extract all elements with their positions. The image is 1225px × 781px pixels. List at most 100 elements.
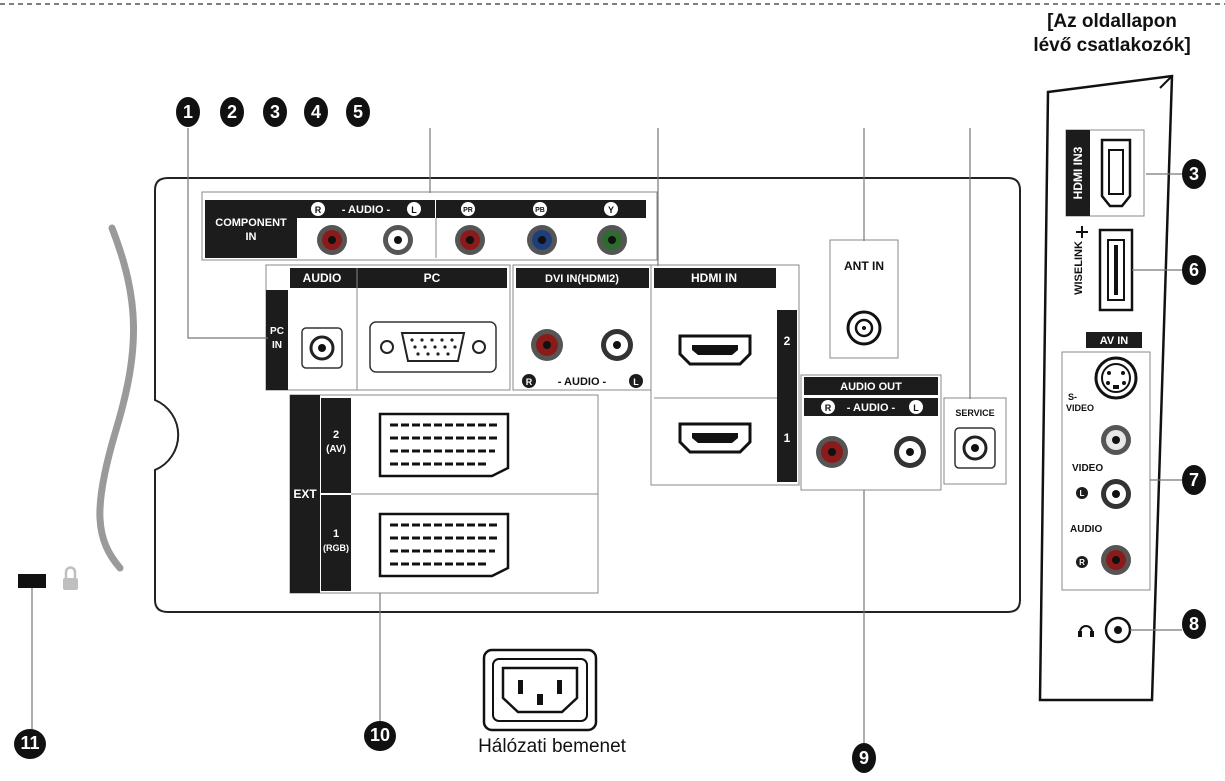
s-video-jack[interactable] [1094, 356, 1138, 400]
side-panel: HDMI IN3 WISELINK AV IN [1038, 74, 1174, 702]
ext-section: EXT 2 (AV) 1 (RGB) [289, 394, 599, 594]
ant-in-jack[interactable] [846, 310, 882, 346]
dvi-l-mark: L [633, 377, 639, 387]
component-audio-label: - AUDIO - [342, 204, 391, 216]
pc-audio-label: AUDIO [303, 271, 342, 285]
component-audio-bar [297, 200, 435, 218]
dvi-audio-r-jack[interactable] [531, 329, 563, 361]
side-av-in-label: AV IN [1100, 335, 1129, 347]
callout-9: 9 [852, 743, 876, 773]
side-caption-line1: [Az oldallapon [1047, 11, 1177, 32]
side-caption-line2: lévő csatlakozók] [1033, 35, 1191, 56]
pc-in-title-bar [290, 268, 507, 288]
lock-icon [63, 566, 78, 590]
hdmi-port-2[interactable] [678, 334, 752, 366]
cable-curve [96, 224, 138, 572]
dvi-r-mark: R [526, 377, 533, 387]
callout-10: 10 [364, 721, 396, 751]
side-wiselink-label: WISELINK [1073, 241, 1085, 295]
power-input-caption: Hálózati bemenet [478, 736, 626, 757]
ant-in-section: ANT IN [829, 239, 899, 359]
callout-11: 11 [14, 729, 46, 759]
callout-6: 6 [1182, 255, 1206, 285]
component-title-bar [205, 200, 297, 258]
service-section: SERVICE [943, 397, 1007, 485]
component-audio-r-jack[interactable] [317, 225, 347, 255]
side-audio-l-jack[interactable] [1101, 479, 1131, 509]
callout-1: 1 [176, 97, 200, 127]
side-audio-l-mark: L [1080, 489, 1085, 498]
pc-vga-port[interactable] [369, 321, 497, 373]
ext-av-line1: 2 [333, 429, 339, 441]
service-jack[interactable] [954, 427, 996, 469]
side-av-in-bar [1086, 332, 1142, 348]
svg-text:7: 7 [1189, 470, 1199, 490]
svg-text:4: 4 [311, 102, 321, 122]
component-r-mark: R [315, 205, 322, 215]
callout-leader-lines [31, 128, 1182, 745]
component-title-line1: COMPONENT [215, 217, 287, 229]
audio-out-section: AUDIO OUT R - AUDIO - L [800, 374, 942, 491]
ext-rgb-line1: 1 [333, 528, 339, 540]
ext-av-line2: (AV) [326, 444, 346, 455]
power-socket[interactable] [482, 648, 598, 732]
audio-out-sub-bar [804, 398, 938, 416]
side-video-label: VIDEO [1072, 463, 1103, 474]
audio-out-title: AUDIO OUT [840, 381, 902, 393]
audio-out-r-jack[interactable] [816, 436, 848, 468]
hdmi-port-1[interactable] [678, 422, 752, 454]
callout-8: 8 [1182, 609, 1206, 639]
side-hdmi-in3-label: HDMI IN3 [1071, 146, 1085, 199]
dvi-title: DVI IN(HDMI2) [545, 273, 619, 285]
side-video-jack[interactable] [1101, 425, 1131, 455]
callout-7: 7 [1182, 465, 1206, 495]
side-hdmi-in3-port[interactable] [1100, 138, 1132, 208]
side-audio-label: AUDIO [1070, 524, 1102, 535]
callouts: 1 2 3 4 5 3 6 7 8 9 10 11 [14, 97, 1206, 773]
callout-3: 3 [263, 97, 287, 127]
side-wiselink: WISELINK [1073, 226, 1134, 312]
headphone-icon [1078, 625, 1094, 637]
svg-text:2: 2 [227, 102, 237, 122]
svg-text:11: 11 [20, 733, 39, 753]
hdmi-title-bar [654, 268, 776, 288]
side-wiselink-usb-port[interactable] [1098, 228, 1134, 312]
side-audio-r-mark: R [1079, 558, 1085, 567]
pc-in-side-bar [266, 290, 288, 390]
hdmi-port1-label: 1 [784, 431, 791, 445]
dvi-audio-l-jack[interactable] [601, 329, 633, 361]
scart-port-rgb[interactable] [378, 512, 510, 578]
component-y-jack[interactable] [597, 225, 627, 255]
callout-3-side: 3 [1182, 159, 1206, 189]
side-av-in: AV IN S- VIDEO VIDEO L AUDIO R [1061, 332, 1151, 591]
component-audio-l-jack[interactable] [383, 225, 413, 255]
component-y-mark: Y [608, 205, 614, 215]
side-audio-r-jack[interactable] [1101, 545, 1131, 575]
pc-in-section: PC IN AUDIO PC [265, 264, 511, 391]
scart-port-av[interactable] [378, 412, 510, 478]
service-label: SERVICE [955, 408, 994, 418]
component-in-section: COMPONENT IN R - AUDIO - L PR PB Y [201, 191, 658, 261]
dvi-title-bar [516, 268, 649, 288]
ext-rgb-bar [321, 495, 351, 591]
svg-text:10: 10 [370, 725, 390, 745]
audio-out-l-jack[interactable] [894, 436, 926, 468]
pc-audio-jack[interactable] [301, 327, 343, 369]
ext-rgb-line2: (RGB) [323, 543, 349, 553]
ext-av-bar [321, 398, 351, 493]
audio-out-title-bar [804, 377, 938, 395]
audio-out-audio-label: - AUDIO - [847, 402, 896, 414]
component-pb-jack[interactable] [527, 225, 557, 255]
component-title-line2: IN [246, 231, 257, 243]
hdmi-title: HDMI IN [691, 271, 737, 285]
svg-text:9: 9 [859, 748, 869, 768]
kensington-slot [18, 574, 46, 588]
headphone-jack[interactable] [1104, 616, 1132, 644]
component-pr-jack[interactable] [455, 225, 485, 255]
dvi-in-section: DVI IN(HDMI2) R - AUDIO - L [512, 264, 652, 391]
component-pr-mark: PR [463, 207, 473, 214]
side-hdmi-in3: HDMI IN3 [1065, 129, 1145, 217]
hdmi-port2-label: 2 [784, 334, 791, 348]
pc-in-side-line1: PC [270, 326, 284, 337]
